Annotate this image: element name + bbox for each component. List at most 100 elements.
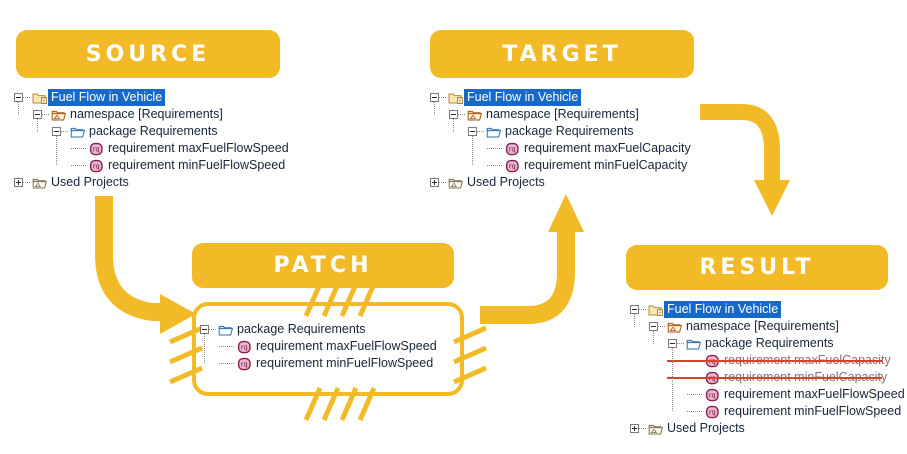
tree-connector [209, 329, 216, 330]
tree-connector [42, 114, 49, 115]
tree-row-label: namespace [Requirements] [486, 107, 639, 121]
package-folder-icon [686, 336, 702, 352]
tree-row-label: package Requirements [237, 322, 366, 336]
tree-row[interactable]: Fuel Flow in Vehicle [630, 301, 905, 318]
tree-connector [658, 326, 665, 327]
arrow-patch-to-target [480, 194, 584, 324]
collapse-icon[interactable] [14, 93, 23, 102]
tree-guide-line [453, 119, 454, 132]
expand-icon[interactable] [430, 178, 439, 187]
arrow-target-to-result [700, 104, 790, 216]
tree-row-label: Fuel Flow in Vehicle [48, 89, 166, 106]
svg-text:rq: rq [709, 391, 716, 399]
project-folder-icon [648, 302, 664, 318]
tree-row[interactable]: Fuel Flow in Vehicle [430, 89, 691, 106]
tree-guide-line [18, 102, 19, 115]
collapse-icon[interactable] [33, 110, 42, 119]
tree-connector [23, 97, 30, 98]
svg-text:rq: rq [509, 162, 516, 170]
tree-row[interactable]: rq requirement minFuelCapacity [430, 157, 691, 174]
collapse-icon[interactable] [668, 339, 677, 348]
tree-row[interactable]: Used Projects [430, 174, 691, 191]
expand-icon[interactable] [630, 424, 639, 433]
tree-row-label: namespace [Requirements] [70, 107, 223, 121]
tree-connector [687, 411, 703, 412]
tree-row[interactable]: package Requirements [630, 335, 905, 352]
removed-strikethrough [667, 360, 882, 362]
tree-connector [71, 148, 87, 149]
tree-guide-line [653, 331, 654, 344]
svg-text:rq: rq [509, 145, 516, 153]
tree-row-label: Used Projects [51, 175, 129, 189]
panel-title-result-label: RESULT [699, 255, 815, 280]
tree-connector [487, 148, 503, 149]
svg-text:rq: rq [93, 162, 100, 170]
tree-connector [687, 394, 703, 395]
tree-row[interactable]: namespace [Requirements] [630, 318, 905, 335]
collapse-icon[interactable] [468, 127, 477, 136]
tree-guide-line [204, 334, 205, 364]
tree-row-label: requirement minFuelFlowSpeed [108, 158, 286, 172]
arrow-source-to-patch [95, 196, 196, 334]
requirement-icon: rq [505, 158, 521, 174]
tree-connector [639, 309, 646, 310]
tree-row[interactable]: Used Projects [14, 174, 289, 191]
used-projects-folder-icon [648, 421, 664, 437]
panel-title-patch: PATCH [192, 243, 454, 288]
tree-guide-line [672, 348, 673, 412]
tree-row-label: Used Projects [667, 421, 745, 435]
tree-row[interactable]: rq requirement maxFuelFlowSpeed [630, 386, 905, 403]
panel-title-target: TARGET [430, 30, 694, 78]
svg-text:rq: rq [93, 145, 100, 153]
tree-row[interactable]: package Requirements [14, 123, 289, 140]
expand-icon[interactable] [14, 178, 23, 187]
tree-row[interactable]: Used Projects [630, 420, 905, 437]
tree-connector [458, 114, 465, 115]
tree-guide-line [434, 102, 435, 115]
tree-row[interactable]: package Requirements [430, 123, 691, 140]
tree-row-label: requirement maxFuelFlowSpeed [256, 339, 437, 353]
tree-row[interactable]: namespace [Requirements] [14, 106, 289, 123]
requirement-icon: rq [705, 387, 721, 403]
collapse-icon[interactable] [449, 110, 458, 119]
namespace-folder-icon [51, 107, 67, 123]
collapse-icon[interactable] [52, 127, 61, 136]
tree-row-label: requirement minFuelFlowSpeed [724, 404, 902, 418]
requirement-icon: rq [89, 141, 105, 157]
tree-row-label: Fuel Flow in Vehicle [664, 301, 782, 318]
package-folder-icon [70, 124, 86, 140]
tree-row-label: requirement maxFuelFlowSpeed [108, 141, 289, 155]
requirement-icon: rq [705, 404, 721, 420]
tree-connector [639, 428, 646, 429]
tree-connector [439, 97, 446, 98]
package-folder-icon [486, 124, 502, 140]
collapse-icon[interactable] [430, 93, 439, 102]
namespace-folder-icon [667, 319, 683, 335]
tree-guide-line [56, 136, 57, 166]
tree-row-label: package Requirements [89, 124, 218, 138]
tree-row[interactable]: rq requirement maxFuelFlowSpeed [14, 140, 289, 157]
tree-row-label: requirement maxFuelFlowSpeed [724, 387, 905, 401]
collapse-icon[interactable] [200, 325, 209, 334]
collapse-icon[interactable] [630, 305, 639, 314]
tree-connector [219, 346, 235, 347]
tree-row[interactable]: namespace [Requirements] [430, 106, 691, 123]
tree-row[interactable]: package Requirements [200, 321, 437, 338]
panel-title-target-label: TARGET [502, 41, 622, 67]
tree-row[interactable]: Fuel Flow in Vehicle [14, 89, 289, 106]
requirement-icon: rq [237, 356, 253, 372]
panel-title-result: RESULT [626, 245, 888, 290]
tree-row-label: requirement minFuelCapacity [524, 158, 688, 172]
tree-row[interactable]: rq requirement minFuelFlowSpeed [14, 157, 289, 174]
tree-guide-line [634, 314, 635, 327]
collapse-icon[interactable] [649, 322, 658, 331]
tree-connector [61, 131, 68, 132]
requirement-icon: rq [237, 339, 253, 355]
panel-title-source-label: SOURCE [85, 41, 211, 67]
